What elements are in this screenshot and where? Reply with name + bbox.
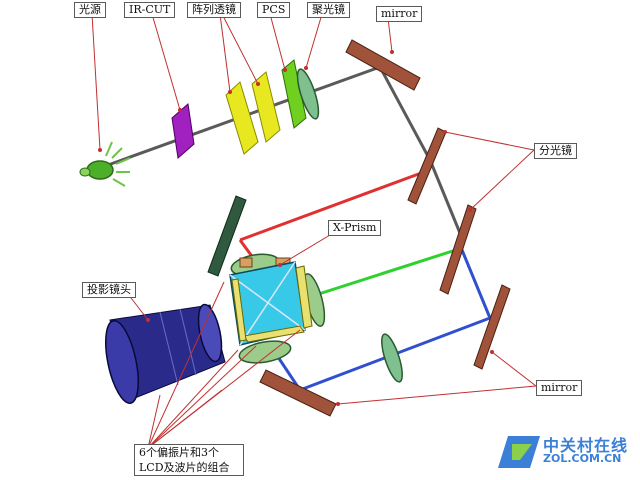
relay-lens (381, 333, 403, 383)
callout-lines (91, 13, 537, 449)
dichroic-mirror-2 (439, 204, 477, 295)
projection-lens (105, 303, 226, 404)
mirror-bottom-left (259, 369, 337, 417)
condenser-label: 聚光镜 (307, 2, 350, 18)
condenser-lens (296, 68, 320, 120)
light-beam-to-dichroic (378, 66, 432, 161)
mirror-bottom-label: mirror (536, 380, 583, 396)
light-source-label: 光源 (74, 2, 106, 18)
red-beam (239, 170, 425, 242)
projection-lens-label: 投影镜头 (82, 282, 136, 298)
lens-array-label: 阵列透镜 (187, 2, 241, 18)
ir-cut-filter (171, 103, 195, 159)
zol-logo-icon (498, 436, 540, 468)
lens-array-2 (251, 71, 281, 143)
pcs-converter (281, 59, 307, 129)
x-prism-assembly (229, 253, 326, 364)
lcd-panel-red (207, 195, 247, 277)
mirror-top-label: mirror (376, 6, 423, 22)
dichroic-label: 分光镜 (534, 143, 577, 159)
mirror-bottom-right (473, 284, 511, 370)
lens-array-1 (225, 81, 259, 155)
blue-beam-down (460, 249, 492, 319)
light-beam-dichroic-pass (428, 159, 464, 239)
pcs-label: PCS (257, 2, 291, 18)
polarizer-lcd-label: 6个偏振片和3个LCD及波片的组合 (134, 444, 244, 476)
watermark-url: ZOL.COM.CN (543, 452, 622, 465)
mirror-top (345, 39, 421, 91)
callout-arrowheads (98, 50, 494, 406)
dichroic-mirror-1 (407, 127, 447, 205)
ir-cut-label: IR-CUT (124, 2, 176, 18)
watermark: 中关村在线 ZOL.COM.CN (505, 428, 635, 472)
light-source-bulb (79, 141, 131, 187)
green-beam (299, 246, 463, 302)
x-prism-label: X-Prism (328, 220, 382, 236)
watermark-brand: 中关村在线 (543, 436, 629, 455)
